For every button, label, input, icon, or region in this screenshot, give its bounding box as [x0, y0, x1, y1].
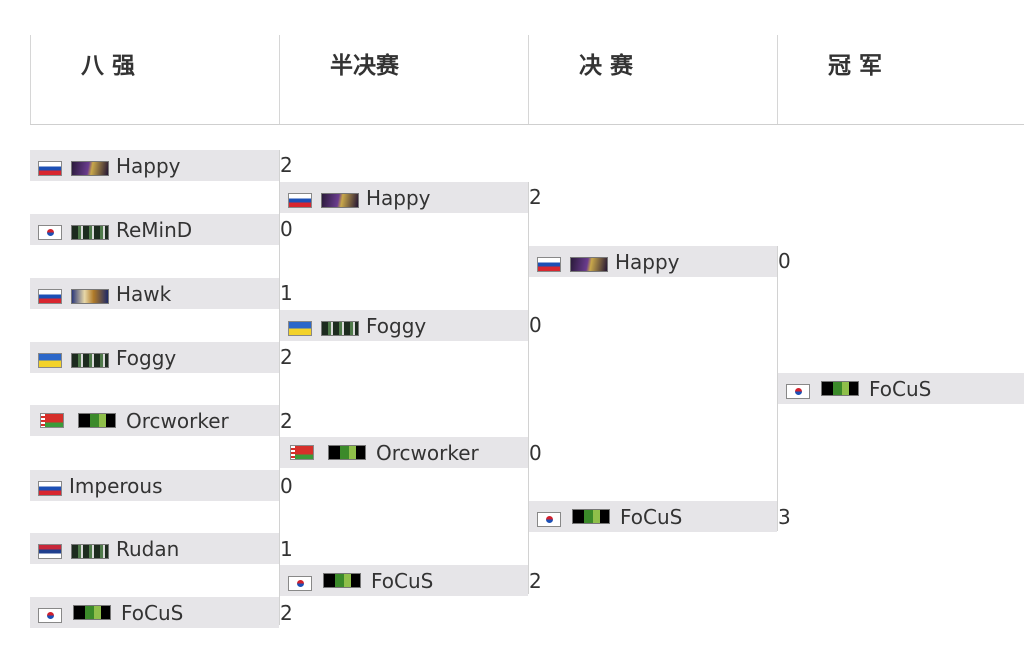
korea-flag-icon [288, 576, 312, 591]
semifinal-row[interactable]: FoCuS [280, 565, 528, 596]
russia-flag-icon [38, 161, 62, 176]
player-name: Happy [366, 186, 431, 210]
serbia-flag-icon [38, 544, 62, 559]
ukraine-flag-icon [288, 321, 312, 336]
bracket-line-semifinals [528, 182, 529, 594]
match-score: 1 [280, 281, 293, 305]
undead-race-icon [71, 225, 109, 240]
orc-race-icon [73, 605, 111, 620]
orc-race-icon [572, 509, 610, 524]
column-header-semifinals: 半决赛 [279, 35, 528, 124]
match-score: 1 [280, 537, 293, 561]
quarterfinal-row[interactable]: Imperous [30, 470, 279, 501]
match-score: 0 [529, 313, 542, 337]
player-name: Happy [116, 154, 181, 178]
undead-race-icon [321, 321, 359, 336]
bracket-header: 八 强 半决赛 决 赛 冠 军 [30, 35, 1024, 125]
russia-flag-icon [288, 193, 312, 208]
orc-race-icon [78, 413, 116, 428]
russia-flag-icon [38, 481, 62, 496]
ukraine-flag-icon [38, 353, 62, 368]
quarterfinal-row[interactable]: Foggy [30, 342, 279, 373]
korea-flag-icon [786, 384, 810, 399]
column-header-label: 半决赛 [330, 46, 399, 80]
match-score: 0 [778, 249, 791, 273]
player-name: ReMinD [116, 218, 192, 242]
final-row[interactable]: Happy [529, 246, 777, 277]
player-name: FoCuS [620, 505, 682, 529]
column-header-label: 决 赛 [579, 46, 633, 80]
nightelf-race-icon [71, 161, 109, 176]
match-score: 0 [280, 474, 293, 498]
column-header-label: 冠 军 [828, 46, 882, 80]
player-name: Orcworker [126, 409, 229, 433]
quarterfinal-row[interactable]: Rudan [30, 533, 279, 564]
quarterfinal-row[interactable]: ReMinD [30, 214, 279, 245]
orc-race-icon [328, 445, 366, 460]
quarterfinal-row[interactable]: FoCuS [30, 597, 279, 628]
korea-flag-icon [38, 225, 62, 240]
player-name: Happy [615, 250, 680, 274]
match-score: 2 [280, 153, 293, 177]
player-name: Hawk [116, 282, 171, 306]
match-score: 2 [280, 601, 293, 625]
match-score: 2 [529, 569, 542, 593]
russia-flag-icon [537, 257, 561, 272]
semifinal-row[interactable]: Orcworker [280, 437, 528, 468]
match-score: 3 [778, 505, 791, 529]
nightelf-race-icon [570, 257, 608, 272]
quarterfinal-row[interactable]: Happy [30, 150, 279, 181]
korea-flag-icon [537, 512, 561, 527]
player-name: Rudan [116, 537, 179, 561]
korea-flag-icon [38, 608, 62, 623]
semifinal-row[interactable]: Foggy [280, 310, 528, 341]
player-name: Orcworker [376, 441, 479, 465]
champion-row[interactable]: FoCuS [778, 373, 1024, 404]
undead-race-icon [71, 353, 109, 368]
match-score: 0 [529, 441, 542, 465]
nightelf-race-icon [321, 193, 359, 208]
player-name: FoCuS [371, 569, 433, 593]
match-score: 0 [280, 217, 293, 241]
column-header-quarterfinals: 八 强 [30, 35, 279, 124]
belarus-flag-icon [290, 445, 314, 460]
belarus-flag-icon [40, 413, 64, 428]
match-score: 2 [280, 345, 293, 369]
semifinal-row[interactable]: Happy [280, 182, 528, 213]
orc-race-icon [821, 381, 859, 396]
quarterfinal-row[interactable]: Orcworker [30, 405, 279, 436]
player-name: Foggy [116, 346, 176, 370]
match-score: 2 [529, 185, 542, 209]
orc-race-icon [323, 573, 361, 588]
human-race-icon [71, 289, 109, 304]
quarterfinal-row[interactable]: Hawk [30, 278, 279, 309]
player-name: Imperous [69, 474, 163, 498]
column-header-label: 八 强 [81, 46, 135, 80]
final-row[interactable]: FoCuS [529, 501, 777, 532]
player-name: FoCuS [869, 377, 931, 401]
undead-race-icon [71, 544, 109, 559]
player-name: FoCuS [121, 601, 183, 625]
player-name: Foggy [366, 314, 426, 338]
column-header-final: 决 赛 [528, 35, 777, 124]
russia-flag-icon [38, 289, 62, 304]
column-header-champion: 冠 军 [777, 35, 1024, 124]
match-score: 2 [280, 409, 293, 433]
